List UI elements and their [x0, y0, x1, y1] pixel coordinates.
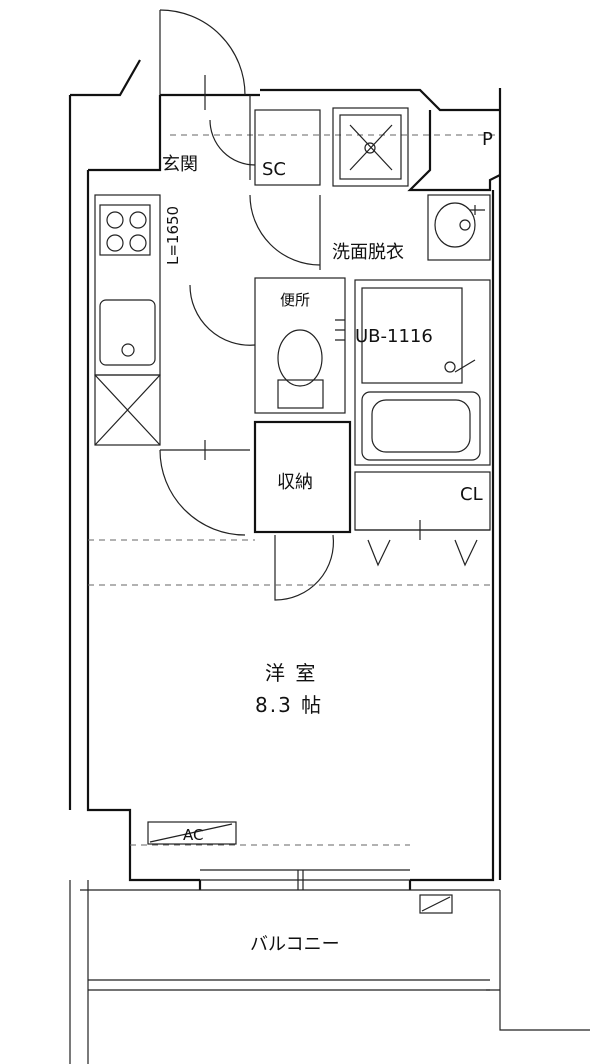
room-name-label: 洋 室 [265, 661, 317, 685]
toilet-label: 便所 [280, 291, 310, 309]
closet-label: CL [460, 484, 483, 505]
laundry-pan [332, 107, 409, 187]
unit-bath-label: UB-1116 [355, 326, 433, 347]
balcony-window [200, 869, 410, 890]
kitchen-length-label: L=1650 [164, 206, 182, 265]
kitchen: L=1650 [94, 194, 182, 446]
kitchen-door [159, 440, 250, 536]
air-conditioner: AC [147, 821, 237, 845]
pipe-shaft-label: P [482, 129, 493, 150]
western-room: 洋 室 8.3 帖 [88, 539, 490, 846]
shoe-closet: SC [209, 109, 321, 186]
closet: CL [354, 471, 491, 567]
wash-basin [427, 194, 491, 261]
ac-label: AC [183, 826, 203, 844]
washroom-label: 洗面脱衣 [332, 242, 404, 263]
unit-bath: UB-1116 [354, 279, 491, 466]
toilet: 便所 [189, 277, 346, 414]
room-size-label: 8.3 帖 [255, 693, 323, 717]
balcony-label: バルコニー [250, 934, 340, 955]
storage-label: 収納 [277, 472, 313, 493]
shoe-closet-label: SC [262, 159, 286, 180]
outer-walls [68, 59, 590, 1064]
entrance-door [159, 9, 251, 180]
balcony: バルコニー [250, 894, 453, 955]
entrance-label: 玄関 [162, 154, 198, 175]
washroom-door [249, 194, 321, 270]
storage: 収納 [253, 420, 352, 601]
